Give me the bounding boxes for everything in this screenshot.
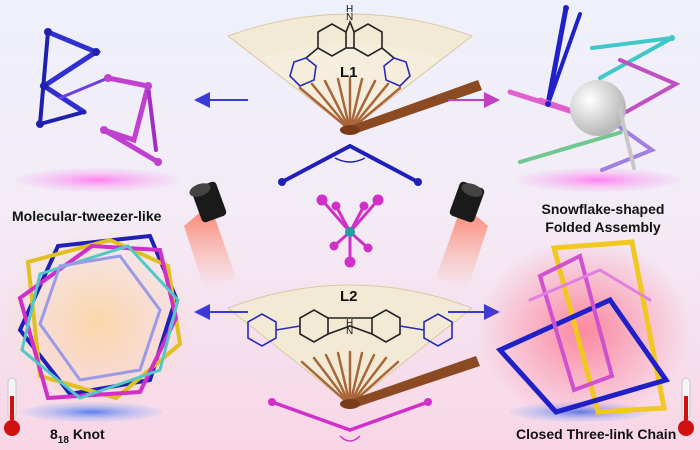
snowflake-assembly <box>507 5 681 172</box>
fan-bottom <box>226 284 480 409</box>
fan-top <box>226 13 482 135</box>
bent-ligand-blue <box>278 143 422 186</box>
metal-cluster <box>316 194 384 268</box>
bent-ligand-pink <box>268 398 432 442</box>
chain-assembly <box>478 238 690 422</box>
label-knot-word: Knot <box>72 426 105 442</box>
label-snowflake-line2: Folded Assembly <box>545 219 661 235</box>
ligand-l2-structure <box>299 309 401 343</box>
flashlight-icon <box>436 181 488 288</box>
label-n-top: N <box>346 12 354 23</box>
label-ligand-l1: L1 <box>340 64 358 81</box>
label-knot-base: 8 <box>50 426 58 442</box>
label-knot: 818 Knot <box>50 426 105 446</box>
label-nh-bottom: H <box>346 318 354 329</box>
label-snowflake: Snowflake-shaped Folded Assembly <box>518 200 688 236</box>
tweezer-assembly <box>36 28 162 166</box>
label-chain: Closed Three-link Chain <box>516 426 677 442</box>
label-tweezer: Molecular-tweezer-like <box>12 208 162 224</box>
label-nh-top: H <box>346 4 354 15</box>
disc-top-right <box>516 168 680 192</box>
knot-assembly <box>2 230 194 414</box>
label-snowflake-line1: Snowflake-shaped <box>541 201 665 217</box>
arrows <box>194 92 500 320</box>
label-ligand-l2: L2 <box>340 288 358 305</box>
ligand-l1-structure <box>305 19 395 59</box>
thermometer-icon <box>4 377 20 436</box>
disc-top-left <box>16 168 180 192</box>
label-n-bottom: N <box>346 326 354 337</box>
flashlight-icon <box>184 181 236 288</box>
thermometer-icon <box>678 377 694 436</box>
label-knot-sub: 18 <box>57 434 69 446</box>
